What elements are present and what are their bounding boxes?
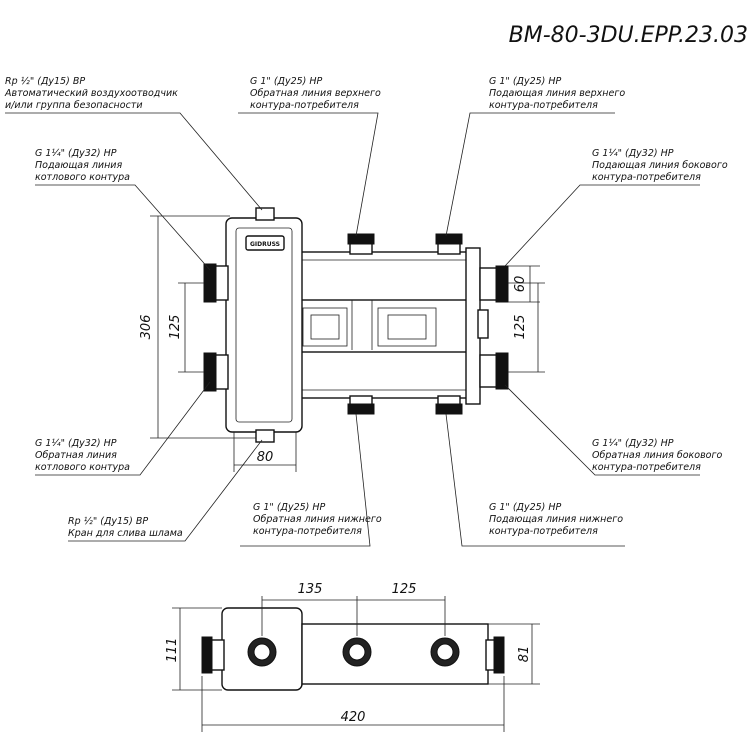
side-supply-thread [495, 265, 509, 303]
callout-supply-upper-line1: G 1" (Ду25) НР [489, 76, 562, 87]
front-view: GIDRUSS [203, 207, 509, 443]
dim-total-height: 306 [139, 315, 154, 340]
manufacturer-logo [245, 235, 285, 251]
top-manifold-body [301, 623, 489, 685]
boiler-return-thread [203, 352, 217, 392]
callout-drain-line1: Rp ½" (Ду15) ВР [68, 516, 148, 527]
air-vent-port [255, 207, 275, 221]
dim-right-top: 60 [513, 276, 528, 293]
callout-supply-upper-line2: Подающая линия верхнего [489, 88, 625, 99]
callout-side-return-line3: контура-потребителя [592, 462, 701, 473]
logo-text: GIDRUSS [250, 241, 280, 248]
callout-drain-line2: Кран для слива шлама [68, 528, 183, 539]
callout-air-vent-line1: Rp ½" (Ду15) ВР [5, 76, 85, 87]
front-dimensions: 306 125 60 125 80 [139, 215, 545, 472]
callout-boiler-return-line2: Обратная линия [35, 450, 117, 461]
dim-separator-width: 80 [257, 450, 274, 465]
callout-side-return-line2: Обратная линия бокового [592, 450, 722, 461]
callout-supply-lower-line2: Подающая линия нижнего [489, 514, 623, 525]
callout-air-vent-line3: и/или группа безопасности [5, 100, 143, 111]
manifold-upper-pipe [297, 251, 475, 303]
manifold-middle-section [297, 299, 475, 353]
callouts: Rp ½" (Ду15) ВР Автоматический воздухоот… [4, 76, 728, 547]
callout-side-supply-line2: Подающая линия бокового [592, 160, 728, 171]
callout-supply-lower-line1: G 1" (Ду25) НР [489, 502, 562, 513]
side-supply-stub [479, 267, 499, 301]
callout-return-upper-line1: G 1" (Ду25) НР [250, 76, 323, 87]
callout-boiler-supply-line2: Подающая линия [35, 160, 122, 171]
callout-air-vent-line2: Автоматический воздухоотводчик [4, 88, 178, 99]
callout-side-supply-line1: G 1¼" (Ду32) НР [592, 148, 674, 159]
top-view: 135 125 111 81 420 [165, 582, 540, 732]
dim-top-depth: 111 [165, 638, 180, 663]
callout-return-upper-line3: контура-потребителя [250, 100, 359, 111]
manifold-lower-pipe [297, 349, 475, 399]
callout-boiler-return-line1: G 1¼" (Ду32) НР [35, 438, 117, 449]
callout-return-lower-line3: контура-потребителя [253, 526, 362, 537]
dim-total-length: 420 [341, 710, 366, 725]
drawing-title: BM-80-3DU.EPP.23.03 [509, 23, 748, 48]
side-return-stub [479, 354, 499, 388]
callout-side-supply-line3: контура-потребителя [592, 172, 701, 183]
dim-top-right: 81 [517, 646, 532, 663]
top-right-thread [493, 636, 505, 674]
callout-return-upper-line2: Обратная линия верхнего [250, 88, 381, 99]
upper-return-thread [347, 233, 375, 245]
callout-boiler-return-line3: котлового контура [35, 462, 130, 473]
callout-return-lower-line2: Обратная линия нижнего [253, 514, 382, 525]
dim-left-spacing: 125 [168, 315, 183, 340]
callout-boiler-supply-line1: G 1¼" (Ду32) НР [35, 148, 117, 159]
callout-supply-upper-line3: контура-потребителя [489, 100, 598, 111]
dim-top-spacing-2: 125 [392, 582, 417, 597]
window-left [302, 307, 348, 347]
drain-port [255, 429, 275, 443]
top-left-thread [201, 636, 213, 674]
side-return-thread [495, 352, 509, 390]
callout-boiler-supply-line3: котлового контура [35, 172, 130, 183]
callout-return-lower-line1: G 1" (Ду25) НР [253, 502, 326, 513]
callout-side-return-line1: G 1¼" (Ду32) НР [592, 438, 674, 449]
dim-top-spacing-1: 135 [298, 582, 323, 597]
lower-supply-thread [435, 403, 463, 415]
lower-return-thread [347, 403, 375, 415]
dim-right-spacing: 125 [513, 315, 528, 340]
window-right [377, 307, 437, 347]
callout-supply-lower-line3: контура-потребителя [489, 526, 598, 537]
upper-supply-thread [435, 233, 463, 245]
